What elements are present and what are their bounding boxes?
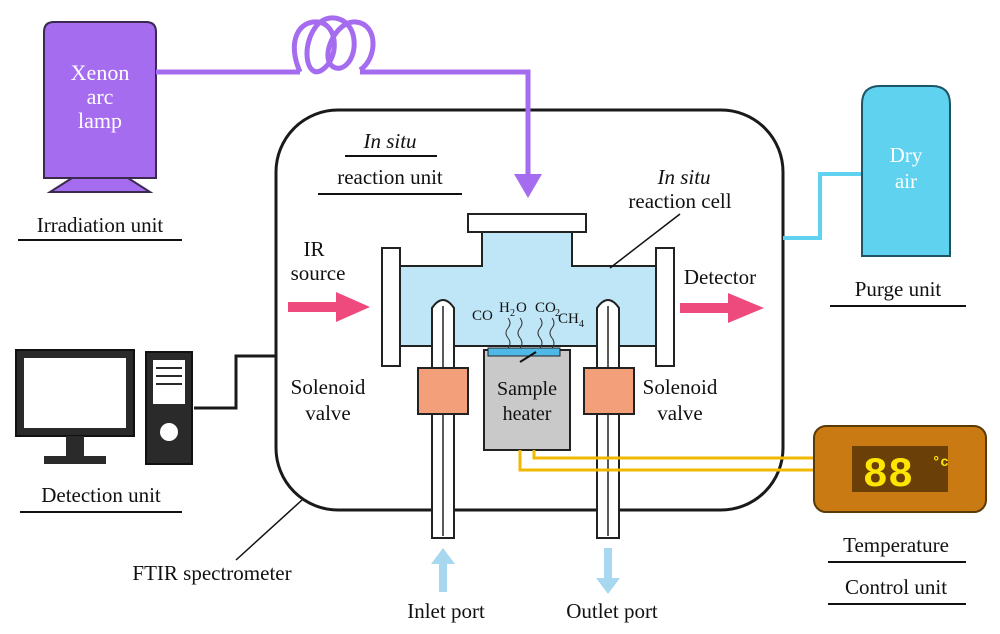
light-arrow-head xyxy=(514,174,542,198)
sample-heater-label-line1: Sample xyxy=(497,378,557,400)
computer-monitor-icon xyxy=(15,349,135,464)
cell-right-window xyxy=(655,247,675,367)
reaction-cell-label-line2: reaction cell xyxy=(628,189,731,213)
gas-wavy-lines xyxy=(505,317,555,349)
sample-heater: Sample heater xyxy=(483,347,571,451)
lamp-label-line2: arc xyxy=(87,84,114,109)
solenoid-right-line2: valve xyxy=(657,401,702,425)
detection-unit-label: Detection unit xyxy=(41,483,161,507)
reaction-unit-label-line2: reaction unit xyxy=(337,165,443,189)
sample-heater-label-line2: heater xyxy=(503,403,552,425)
ftir-leader xyxy=(235,499,303,561)
inlet-arrow xyxy=(431,548,455,592)
lamp-label-line3: lamp xyxy=(78,108,122,133)
temperature-display-unit: °c xyxy=(932,455,949,471)
temperature-label-line1: Temperature xyxy=(843,533,949,557)
detector-label: Detector xyxy=(684,265,756,289)
temperature-display-value: 88 xyxy=(863,451,913,499)
ir-arrow xyxy=(288,292,370,322)
gas-ch4-sub: 4 xyxy=(579,319,584,330)
inlet-port-label: Inlet port xyxy=(407,599,485,623)
dry-air-line1: Dry xyxy=(890,143,923,167)
cell-left-window xyxy=(381,247,401,367)
reaction-cell-leader xyxy=(609,213,681,269)
detector-arrow xyxy=(680,293,764,323)
detection-cable xyxy=(194,354,276,410)
gas-species: CO H 2 O CO 2 CH 4 xyxy=(472,300,584,330)
purge-unit-label: Purge unit xyxy=(855,277,942,301)
dry-air-line2: air xyxy=(895,169,917,193)
gas-co2-sub: 2 xyxy=(555,308,560,319)
solenoid-right-line1: Solenoid xyxy=(643,375,718,399)
lamp-label-line1: Xenon xyxy=(71,60,130,85)
reaction-unit-label-line1: In situ xyxy=(362,129,416,153)
purge-line xyxy=(783,172,862,240)
heater-wires xyxy=(518,450,816,472)
cell-top-window xyxy=(467,213,587,233)
solenoid-left-line2: valve xyxy=(305,401,350,425)
ftir-spectrometer-label: FTIR spectrometer xyxy=(132,561,291,585)
gas-h2o-sub: 2 xyxy=(510,308,515,319)
solenoid-valve-left xyxy=(417,367,469,415)
reaction-cell xyxy=(381,213,675,367)
optical-fiber xyxy=(156,15,531,176)
solenoid-valve-right xyxy=(583,367,635,415)
gas-co2: CO xyxy=(535,300,556,316)
temperature-label-line2: Control unit xyxy=(845,575,947,599)
dry-air-cylinder: Dry air xyxy=(861,85,951,257)
inlet-tube xyxy=(417,299,469,539)
solenoid-left-line1: Solenoid xyxy=(291,375,366,399)
outlet-port-label: Outlet port xyxy=(566,599,658,623)
gas-h2o-o: O xyxy=(516,300,527,316)
gas-ch4: CH xyxy=(558,311,579,327)
ir-source-line1: IR xyxy=(304,237,325,261)
gas-h2o-h: H xyxy=(499,300,510,316)
outlet-arrow xyxy=(596,548,620,594)
computer-tower-icon xyxy=(145,351,193,465)
temperature-controller: 88 °c xyxy=(813,425,987,513)
irradiation-unit-label: Irradiation unit xyxy=(37,213,164,237)
xenon-arc-lamp: Xenon arc lamp xyxy=(43,21,157,193)
outlet-tube xyxy=(583,299,635,539)
gas-co: CO xyxy=(472,308,493,324)
reaction-cell-label-line1: In situ xyxy=(656,165,710,189)
ir-source-line2: source xyxy=(291,261,346,285)
